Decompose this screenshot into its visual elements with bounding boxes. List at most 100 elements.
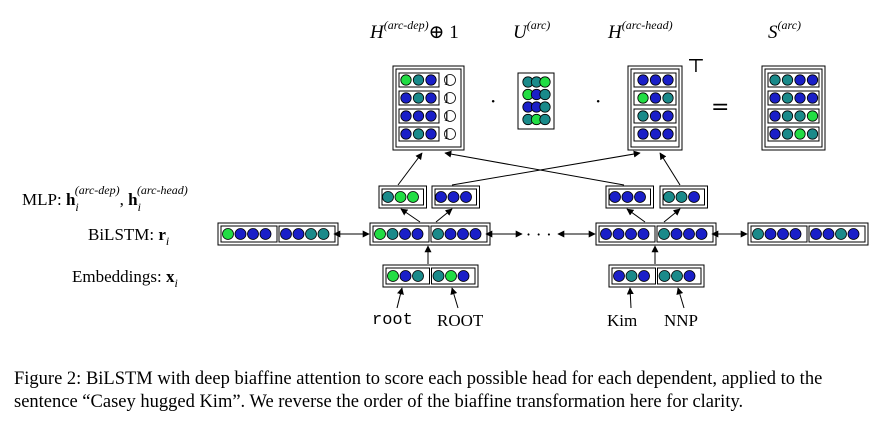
score-unit-circle xyxy=(769,128,781,140)
dep-unit-circle xyxy=(425,92,437,104)
token-kim-tag: NNP xyxy=(664,311,698,330)
bilstm-to-mlp xyxy=(435,208,453,223)
mlp-head-kim xyxy=(659,185,708,209)
unit-circle xyxy=(386,228,399,240)
score-unit-circle xyxy=(781,110,794,122)
score-unit-circle xyxy=(781,74,794,86)
bias-circle xyxy=(444,74,456,86)
unit-circle xyxy=(810,228,822,240)
mlp-dep-kim xyxy=(605,185,654,209)
unit-circle xyxy=(411,228,424,240)
unit-circle xyxy=(683,228,695,240)
unit-circle xyxy=(695,228,708,240)
u-unit-circle xyxy=(539,113,551,126)
unit-circle xyxy=(613,270,625,282)
score-vector-row xyxy=(767,108,820,124)
unit-circle xyxy=(612,228,625,240)
dep-unit-circle xyxy=(400,74,412,86)
score-vector-row xyxy=(767,126,820,142)
score-unit-circle xyxy=(794,92,806,104)
unit-circle xyxy=(777,228,789,240)
unit-circle xyxy=(609,191,621,203)
unit-circle xyxy=(822,228,835,240)
dot-operator-1: · xyxy=(490,89,496,113)
score-unit-circle xyxy=(794,110,806,122)
score-unit-circle xyxy=(806,110,819,122)
bias-one: 1 xyxy=(443,74,451,88)
unit-circle xyxy=(637,228,650,240)
h-arc-dep-label: H(arc-dep)⊕ 1 xyxy=(369,18,459,43)
unit-circle xyxy=(675,191,688,203)
unit-circle xyxy=(435,191,447,203)
u-unit-circle xyxy=(539,76,551,88)
mlp-to-matrix xyxy=(397,152,423,186)
unit-circle xyxy=(222,228,234,240)
input-arrow xyxy=(396,287,404,309)
unit-circle xyxy=(445,270,457,282)
unit-circle xyxy=(847,228,860,240)
h-arc-head-label: H(arc-head) xyxy=(607,18,673,43)
score-unit-circle xyxy=(769,92,781,104)
mlp-head-root xyxy=(431,185,480,209)
token-kim-word: Kim xyxy=(607,311,637,330)
bias-one: 1 xyxy=(443,128,451,142)
score-unit-circle xyxy=(794,74,806,86)
dot-operator-2: · xyxy=(595,89,601,113)
head-unit-circle xyxy=(662,110,674,122)
equals-symbol: = xyxy=(711,95,729,120)
score-vector-row xyxy=(767,90,820,106)
unit-circle xyxy=(670,228,683,240)
unit-circle xyxy=(638,270,650,282)
head-unit-circle xyxy=(637,92,649,104)
unit-circle xyxy=(625,270,638,282)
unit-circle xyxy=(234,228,247,240)
unit-circle xyxy=(247,228,259,240)
unit-circle xyxy=(382,191,394,203)
unit-circle xyxy=(625,228,637,240)
unit-circle xyxy=(457,228,469,240)
score-unit-circle xyxy=(769,74,781,86)
bilstm-label: BiLSTM: ri xyxy=(88,225,169,248)
unit-circle xyxy=(460,191,472,203)
head-unit-circle xyxy=(649,74,662,86)
u-arc-matrix xyxy=(517,72,555,130)
embeddings-label: Embeddings: xi xyxy=(72,267,178,290)
unit-circle xyxy=(280,228,292,240)
head-unit-circle xyxy=(662,128,674,140)
input-arrow xyxy=(450,287,459,309)
unit-circle xyxy=(412,270,424,282)
dep-unit-circle xyxy=(412,128,425,140)
unit-circle xyxy=(447,191,460,203)
unit-circle xyxy=(399,228,411,240)
u-arc-label: U(arc) xyxy=(513,18,550,43)
mlp-to-matrix xyxy=(444,150,625,186)
score-unit-circle xyxy=(794,128,806,140)
figure-caption: Figure 2: BiLSTM with deep biaffine atte… xyxy=(14,369,823,412)
unit-circle xyxy=(394,191,407,203)
unit-circle xyxy=(663,191,675,203)
unit-circle xyxy=(835,228,847,240)
unit-circle xyxy=(432,228,444,240)
embedding-root xyxy=(382,264,479,288)
unit-circle xyxy=(658,228,670,240)
token-root-word: root xyxy=(372,311,413,330)
unit-circle xyxy=(634,191,646,203)
bilstm-vector-kim xyxy=(595,222,717,246)
head-unit-circle xyxy=(649,110,662,122)
embedding-kim xyxy=(608,264,705,288)
ellipsis: · · · xyxy=(526,225,551,244)
s-arc-matrix xyxy=(761,65,826,151)
bilstm-to-mlp xyxy=(626,208,646,223)
dep-unit-circle xyxy=(412,74,425,86)
h-arc-head-matrix xyxy=(627,65,683,151)
score-unit-circle xyxy=(806,92,819,104)
dep-unit-circle xyxy=(412,110,425,122)
unit-circle xyxy=(469,228,482,240)
unit-circle xyxy=(317,228,330,240)
dep-unit-circle xyxy=(400,128,412,140)
dep-unit-circle xyxy=(425,74,437,86)
bias-circle xyxy=(444,110,456,122)
head-unit-circle xyxy=(662,92,674,104)
head-unit-circle xyxy=(649,92,662,104)
unit-circle xyxy=(683,270,696,282)
